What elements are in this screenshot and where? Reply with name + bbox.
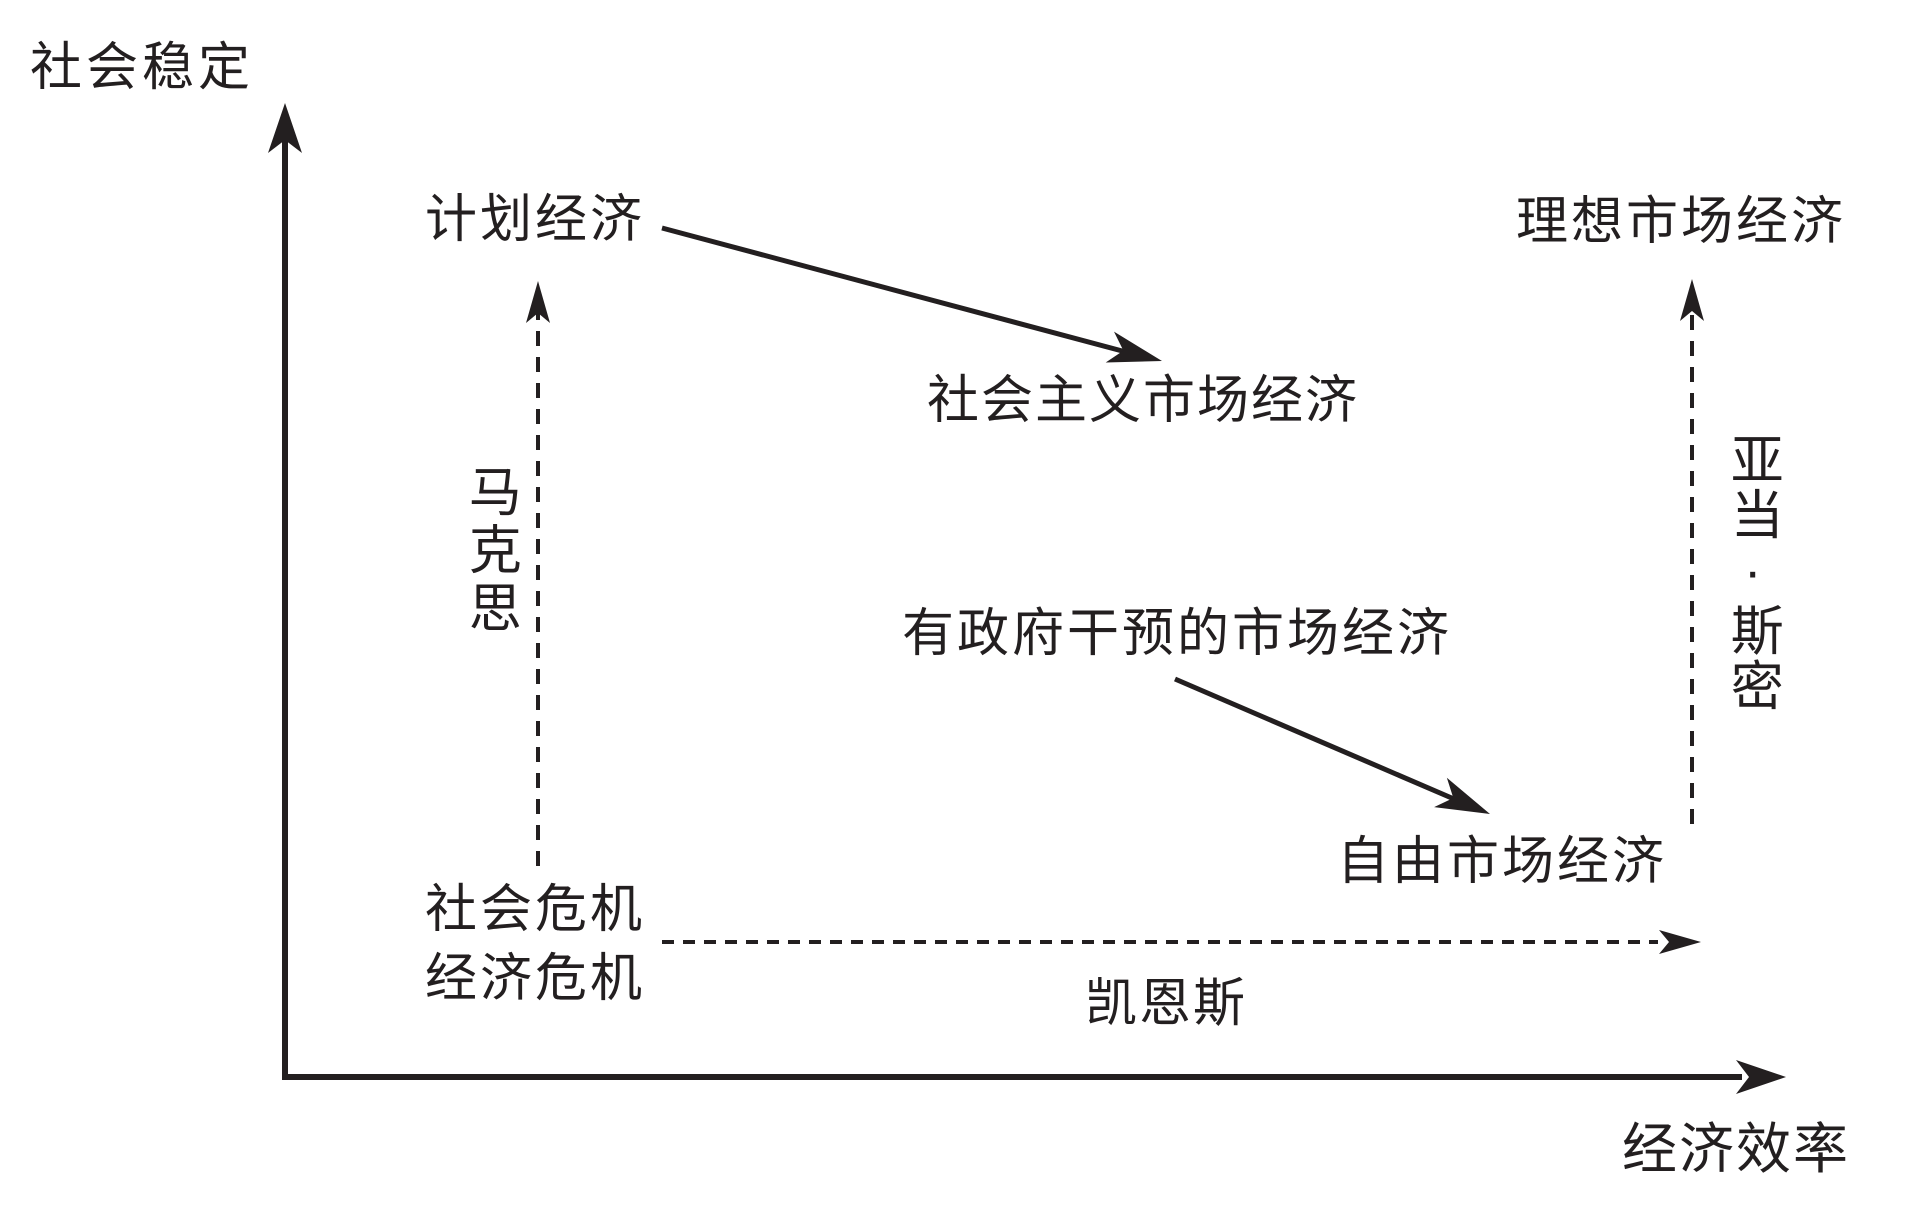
thinker-adam-smith-label: 亚当·斯密 [1723,432,1783,713]
arrow-adam-smith-head [1680,279,1704,321]
arrow-keynes-head [1659,930,1701,954]
node-ideal-market-economy: 理想市场经济 [1516,193,1847,251]
arrow-gov-to-free-head [1434,777,1490,814]
arrow-gov-to-free-line [1174,676,1455,802]
node-gov-intervention-market-economy: 有政府干预的市场经济 [902,605,1453,663]
arrow-planned-to-socialist-line [661,225,1127,355]
node-economic-crisis: 经济危机 [425,950,646,1008]
node-planned-economy: 计划经济 [425,191,646,249]
thinker-marx-label: 马克思 [461,464,521,638]
arrow-marx-head [526,281,550,323]
y-axis-arrowhead [268,103,302,153]
node-socialist-market-economy: 社会主义市场经济 [927,372,1360,430]
x-axis-arrowhead [1736,1060,1786,1094]
node-free-market-economy: 自由市场经济 [1337,833,1668,891]
arrow-planned-to-socialist-head [1105,331,1162,363]
thinker-keynes-label: 凯恩斯 [1085,975,1248,1033]
node-social-crisis: 社会危机 [425,881,646,939]
x-axis-label: 经济效率 [1622,1118,1851,1180]
y-axis-label: 社会稳定 [30,39,255,97]
